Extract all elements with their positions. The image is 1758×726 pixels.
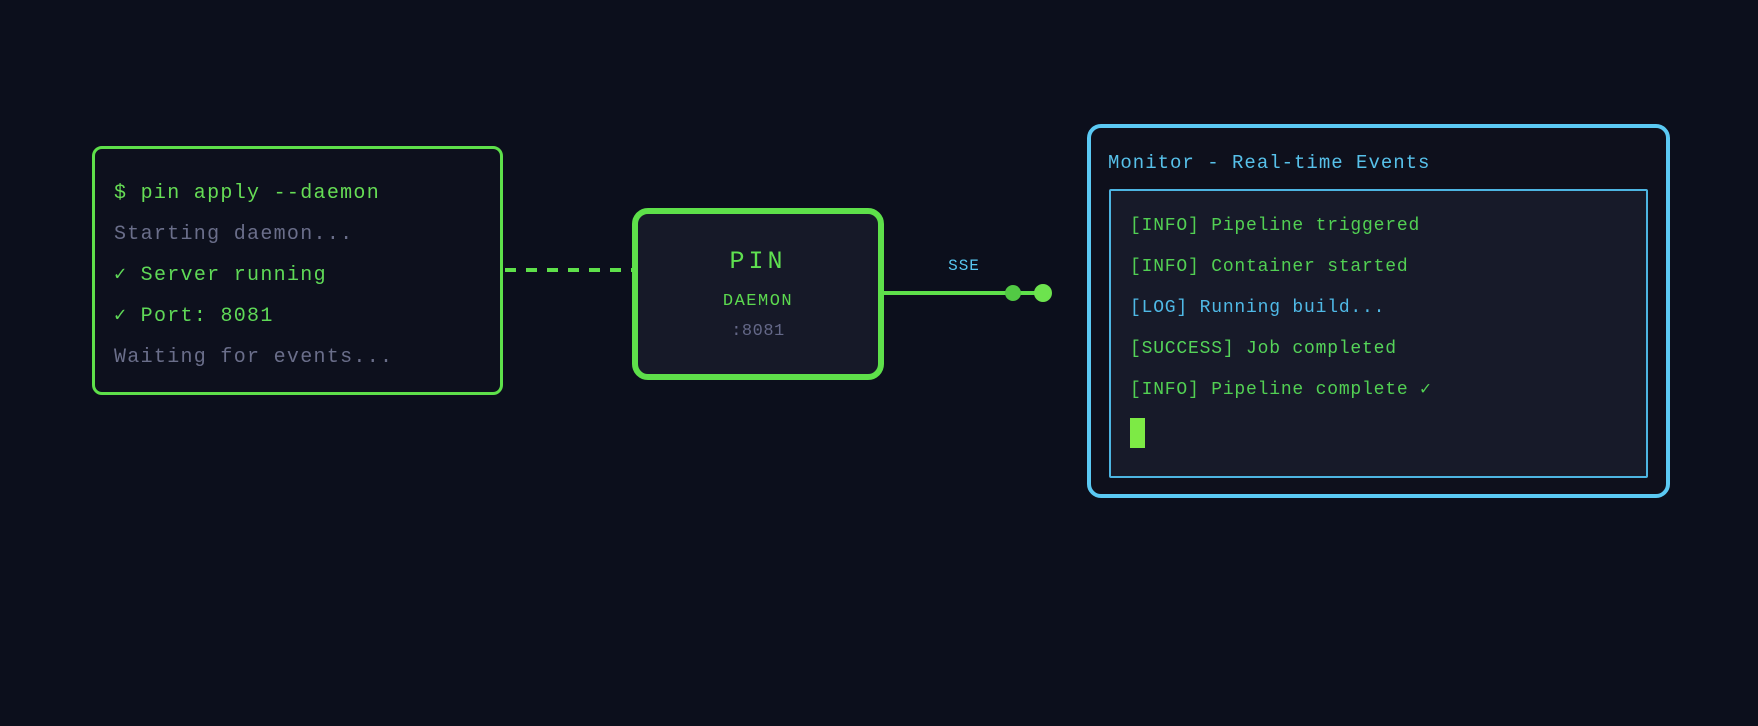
- event-log-line: [INFO] Pipeline triggered: [1130, 216, 1421, 236]
- daemon-node-title: PIN: [729, 247, 787, 276]
- event-log-line: [INFO] Pipeline complete ✓: [1130, 380, 1432, 400]
- terminal-window: $ pin apply --daemon Starting daemon... …: [92, 146, 503, 395]
- terminal-line-command: $ pin apply --daemon: [114, 182, 381, 205]
- daemon-node-port: :8081: [731, 322, 785, 341]
- sse-event-dot-trailing: [1005, 285, 1021, 301]
- sse-event-dot-leading: [1034, 284, 1052, 302]
- event-log-line: [INFO] Container started: [1130, 257, 1409, 277]
- event-log-line: [LOG] Running build...: [1130, 298, 1386, 318]
- sse-label: SSE: [948, 257, 980, 275]
- terminal-line-waiting: Waiting for events...: [114, 346, 394, 369]
- dashed-connector-line: [505, 268, 632, 272]
- daemon-node: PIN DAEMON :8081: [632, 208, 884, 380]
- terminal-line-status: Starting daemon...: [114, 223, 354, 246]
- terminal-cursor: [1130, 418, 1145, 448]
- event-log-line: [SUCCESS] Job completed: [1130, 339, 1397, 359]
- sse-connector-line: [884, 291, 1045, 295]
- terminal-line-server-running: ✓ Server running: [114, 264, 327, 287]
- monitor-title: Monitor - Real-time Events: [1108, 152, 1431, 174]
- monitor-window: Monitor - Real-time Events [INFO] Pipeli…: [1087, 124, 1670, 498]
- event-stream-panel: [INFO] Pipeline triggered [INFO] Contain…: [1109, 189, 1648, 478]
- terminal-line-port: ✓ Port: 8081: [114, 305, 274, 328]
- daemon-node-subtitle: DAEMON: [722, 292, 794, 311]
